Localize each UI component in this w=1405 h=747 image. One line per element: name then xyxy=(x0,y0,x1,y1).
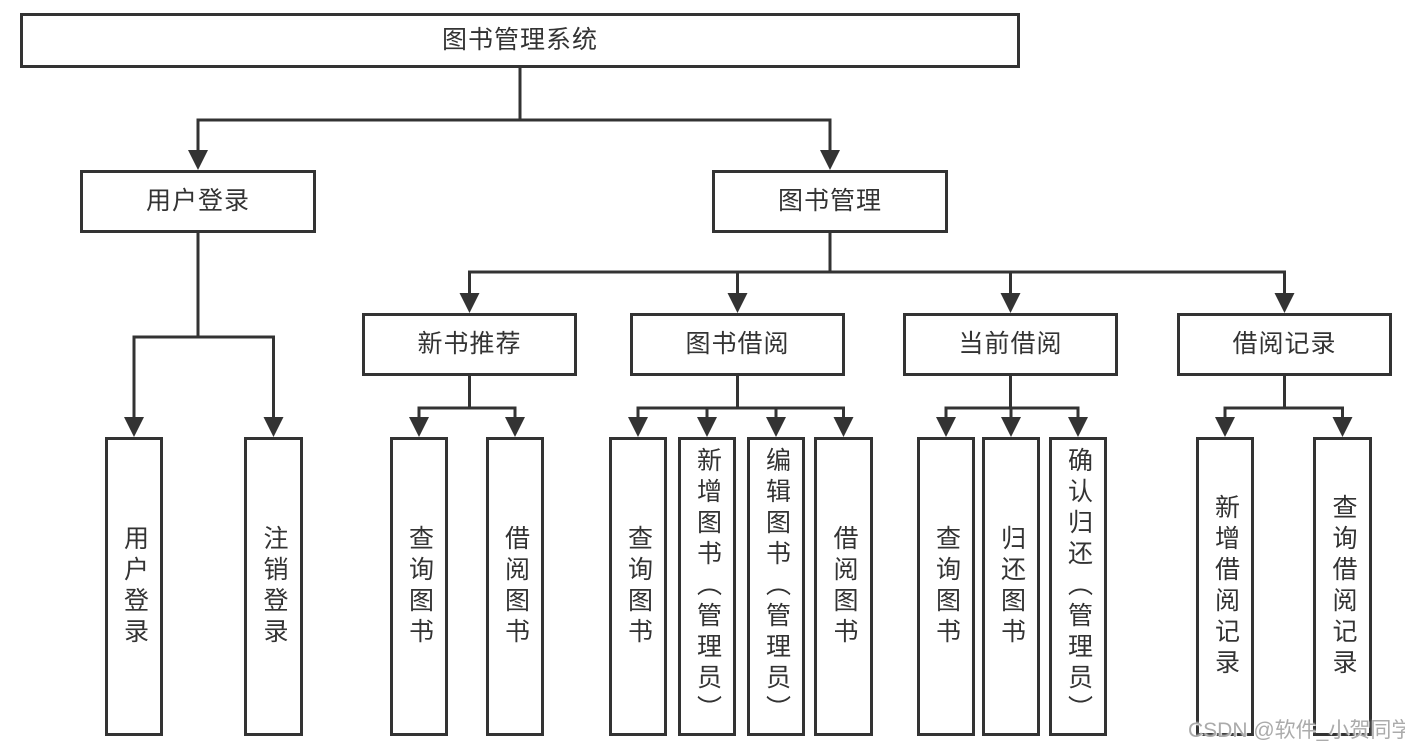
node-label: 图书管理系统 xyxy=(441,26,598,54)
leaf-query-borrow-record: 查询借阅记录 xyxy=(1313,437,1372,736)
arrowheads xyxy=(124,150,1353,437)
node-label: 用户登录 xyxy=(145,187,250,215)
node-label: 借阅图书 xyxy=(830,524,858,649)
leaf-user-login: 用户登录 xyxy=(105,437,163,736)
csdn-watermark: CSDN @软件_小贺同学 xyxy=(1188,719,1405,742)
node-book-borrowing: 图书借阅 xyxy=(630,313,845,376)
leaf-query-books-current: 查询图书 xyxy=(917,437,975,736)
leaf-return-book: 归还图书 xyxy=(982,437,1040,736)
leaf-query-books-borrow: 查询图书 xyxy=(609,437,667,736)
node-label: 注销登录 xyxy=(260,524,288,649)
node-new-book-recommend: 新书推荐 xyxy=(362,313,577,376)
node-label: 图书管理 xyxy=(777,187,882,215)
node-label: 归还图书 xyxy=(997,524,1026,649)
node-label: 查询图书 xyxy=(405,524,434,649)
node-label: 新增图书（管理员） xyxy=(693,447,722,726)
leaf-add-book-admin: 新增图书（管理员） xyxy=(678,437,736,736)
leaf-logout: 注销登录 xyxy=(244,437,303,736)
node-label: 确认归还（管理员） xyxy=(1064,447,1093,726)
node-label: 新增借阅记录 xyxy=(1211,493,1240,680)
node-label: 查询图书 xyxy=(624,524,653,649)
node-label: 借阅记录 xyxy=(1232,330,1337,358)
node-label: 新书推荐 xyxy=(417,330,522,358)
node-label: 当前借阅 xyxy=(958,330,1063,358)
node-current-borrowing: 当前借阅 xyxy=(903,313,1118,376)
node-label: 图书借阅 xyxy=(685,330,790,358)
node-label: 借阅图书 xyxy=(501,524,530,649)
node-label: 查询图书 xyxy=(932,524,961,649)
node-label: 用户登录 xyxy=(120,524,149,649)
node-label: 编辑图书（管理员） xyxy=(762,447,791,726)
leaf-add-borrow-record: 新增借阅记录 xyxy=(1196,437,1254,736)
leaf-borrow-books-recommend: 借阅图书 xyxy=(486,437,544,736)
node-library-management-system: 图书管理系统 xyxy=(20,13,1020,68)
node-label: 查询借阅记录 xyxy=(1329,493,1357,680)
leaf-query-books-recommend: 查询图书 xyxy=(390,437,448,736)
node-user-login: 用户登录 xyxy=(80,170,316,233)
leaf-borrow-books: 借阅图书 xyxy=(814,437,873,736)
node-book-management: 图书管理 xyxy=(712,170,948,233)
node-borrowing-records: 借阅记录 xyxy=(1177,313,1392,376)
leaf-edit-book-admin: 编辑图书（管理员） xyxy=(747,437,805,736)
leaf-confirm-return-admin: 确认归还（管理员） xyxy=(1049,437,1107,736)
